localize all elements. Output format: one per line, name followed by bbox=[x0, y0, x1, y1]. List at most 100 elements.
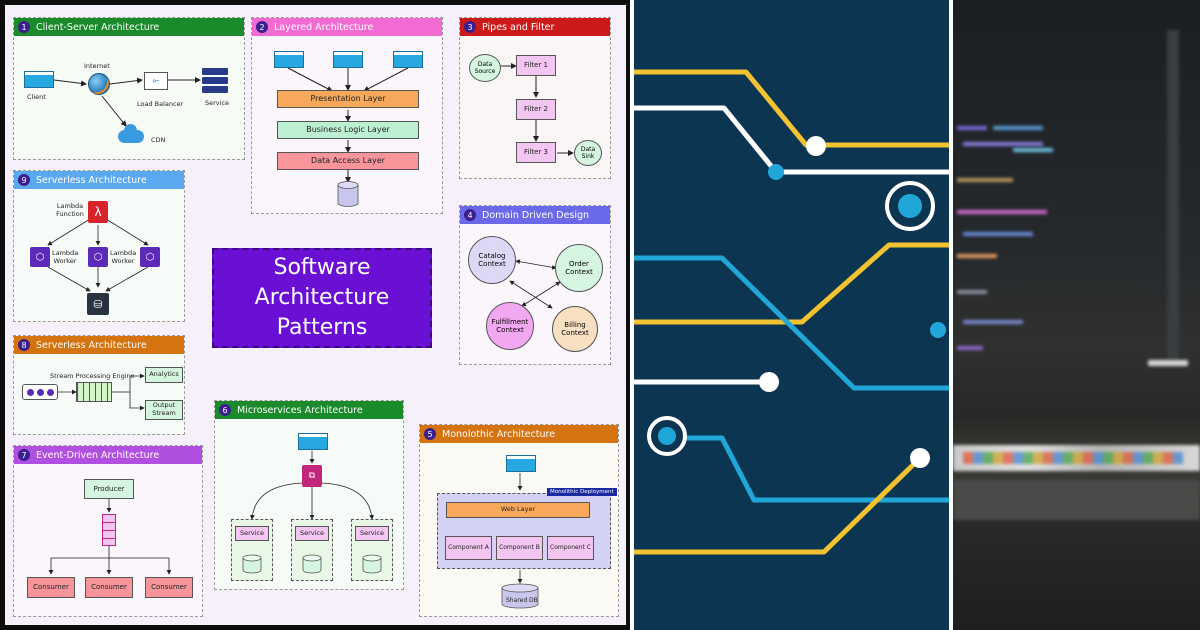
card-header: 6 Microservices Architecture bbox=[215, 401, 403, 419]
card-number: 5 bbox=[424, 428, 436, 440]
consumer-node: Consumer bbox=[85, 577, 133, 598]
catalog-context: Catalog Context bbox=[468, 236, 516, 284]
analytics-output: Analytics bbox=[145, 367, 183, 383]
data-access-layer: Data Access Layer bbox=[277, 152, 419, 170]
lambda-worker-label: Lambda Worker bbox=[52, 249, 79, 266]
circuit-node bbox=[806, 136, 826, 156]
api-gateway-icon: ⧉ bbox=[302, 465, 322, 487]
card-number: 6 bbox=[219, 404, 231, 416]
lambda-function-icon: λ bbox=[88, 201, 108, 223]
component-b: Component B bbox=[496, 536, 543, 560]
circuit-node bbox=[768, 164, 784, 180]
circuit-trace-yellow bbox=[634, 242, 949, 325]
card-number: 4 bbox=[464, 209, 476, 221]
card-title: Serverless Architecture bbox=[36, 174, 147, 186]
card-title: Monolothic Architecture bbox=[442, 428, 556, 440]
component-a: Component A bbox=[445, 536, 492, 560]
circuit-trace-yellow bbox=[634, 455, 923, 555]
shared-db-icon bbox=[501, 583, 539, 609]
output-stream: Output Stream bbox=[145, 400, 183, 420]
cloud-bump bbox=[124, 124, 137, 137]
card-microservices: 6 Microservices Architecture ⧉ Service S… bbox=[214, 400, 404, 590]
card-title: Pipes and Filter bbox=[482, 21, 555, 33]
globe-icon bbox=[88, 73, 110, 95]
circuit-target-core bbox=[658, 427, 676, 445]
web-layer: Web Layer bbox=[446, 502, 590, 518]
filter-2: Filter 2 bbox=[516, 99, 556, 120]
component-c: Component C bbox=[547, 536, 594, 560]
client-window-icon bbox=[24, 71, 54, 88]
card-client-server: 1 Client-Server Architecture Client Inte… bbox=[13, 17, 245, 160]
circuit-node bbox=[759, 372, 779, 392]
internet-label: Internet bbox=[84, 62, 110, 70]
blurred-code-photo bbox=[953, 0, 1200, 630]
database-icon bbox=[362, 554, 382, 574]
code-line bbox=[957, 126, 987, 130]
card-number: 2 bbox=[256, 21, 268, 33]
circuit-node bbox=[930, 322, 946, 338]
stream-engine-icon bbox=[76, 382, 112, 402]
monitor-edge bbox=[1167, 30, 1179, 360]
card-number: 3 bbox=[464, 21, 476, 33]
code-line bbox=[957, 254, 997, 258]
lambda-function-label: Lambda Function bbox=[56, 202, 84, 219]
cdn-label: CDN bbox=[151, 136, 166, 144]
card-header: 8 Serverless Architecture bbox=[14, 336, 184, 354]
data-source-node: Data Source bbox=[469, 54, 501, 82]
client-window-icon bbox=[333, 51, 363, 68]
client-window-icon bbox=[298, 433, 328, 450]
card-event-driven: 7 Event-Driven Architecture Producer Con… bbox=[13, 445, 203, 617]
card-number: 1 bbox=[18, 21, 30, 33]
card-number: 7 bbox=[18, 449, 30, 461]
code-line bbox=[957, 210, 1047, 214]
code-line bbox=[957, 290, 987, 294]
card-title: Domain Driven Design bbox=[482, 209, 590, 221]
code-line bbox=[963, 320, 1023, 324]
database-icon bbox=[242, 554, 262, 574]
architecture-poster: 1 Client-Server Architecture Client Inte… bbox=[0, 0, 630, 630]
circuit-target bbox=[885, 181, 935, 231]
card-header: 2 Layered Architecture bbox=[252, 18, 442, 36]
lambda-worker-icon: ⬡ bbox=[88, 247, 108, 267]
card-title: Serverless Architecture bbox=[36, 339, 147, 351]
card-title: Microservices Architecture bbox=[237, 404, 363, 416]
client-window-icon bbox=[274, 51, 304, 68]
lambda-worker-label: Lambda Worker bbox=[110, 249, 137, 266]
event-stream-icon bbox=[22, 384, 58, 400]
card-header: 5 Monolothic Architecture bbox=[420, 425, 618, 443]
service-node: Service bbox=[295, 526, 329, 541]
card-title: Event-Driven Architecture bbox=[36, 449, 160, 461]
card-header: 3 Pipes and Filter bbox=[460, 18, 610, 36]
lambda-worker-icon: ⬡ bbox=[30, 247, 50, 267]
card-title: Layered Architecture bbox=[274, 21, 374, 33]
event-bus-icon bbox=[102, 514, 116, 546]
database-icon: ⛁ bbox=[87, 293, 109, 315]
title-line: Patterns bbox=[276, 314, 368, 340]
database-icon bbox=[337, 181, 359, 207]
circuit-node bbox=[910, 448, 930, 468]
card-header: 9 Serverless Architecture bbox=[14, 171, 184, 189]
database-icon bbox=[302, 554, 322, 574]
circuit-trace-yellow bbox=[634, 69, 949, 148]
service-node: Service bbox=[355, 526, 389, 541]
billing-context: Billing Context bbox=[552, 306, 598, 352]
fulfillment-context: Fulfillment Context bbox=[486, 302, 534, 350]
poster-canvas: 1 Client-Server Architecture Client Inte… bbox=[5, 5, 626, 625]
card-number: 8 bbox=[18, 339, 30, 351]
circuit-target-core bbox=[898, 194, 922, 218]
card-ddd: 4 Domain Driven Design Catalog Context O… bbox=[459, 205, 611, 365]
code-line bbox=[1013, 148, 1053, 152]
server-rack-icon bbox=[202, 68, 228, 94]
service-label: Service bbox=[205, 99, 230, 107]
code-line bbox=[957, 178, 1013, 182]
circuit-board-graphic bbox=[634, 0, 949, 630]
card-layered: 2 Layered Architecture Presentation Laye… bbox=[251, 17, 443, 214]
filter-1: Filter 1 bbox=[516, 55, 556, 76]
circuit-trace-blue bbox=[683, 435, 949, 503]
card-serverless-stream: 8 Serverless Architecture Stream Process… bbox=[13, 335, 185, 435]
poster-title: Software Architecture Patterns bbox=[212, 248, 432, 348]
filter-3: Filter 3 bbox=[516, 142, 556, 163]
data-sink-node: Data Sink bbox=[574, 140, 602, 166]
circuit-trace-white bbox=[634, 105, 949, 175]
card-title: Client-Server Architecture bbox=[36, 21, 160, 33]
